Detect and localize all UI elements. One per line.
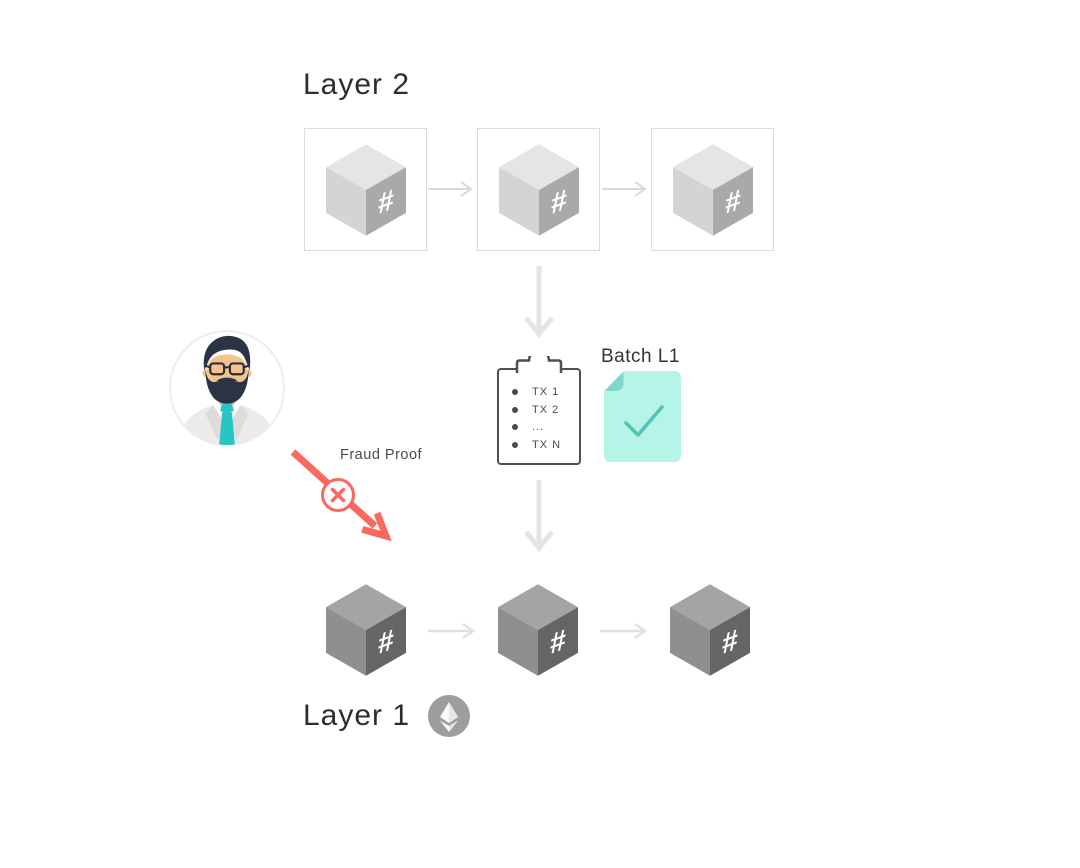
tx-label: TX 2	[532, 403, 560, 416]
bullet-icon	[512, 442, 518, 449]
cube-hash-icon: #	[326, 584, 406, 676]
clipboard-icon: TX 1 TX 2 ... TX N	[497, 368, 581, 465]
layer1-title: Layer 1	[303, 699, 411, 732]
layer2-block-1: #	[304, 128, 427, 251]
hash-glyph: #	[551, 183, 567, 221]
document-check-icon	[604, 371, 681, 462]
tx-label: TX 1	[532, 385, 560, 398]
layer2-block-3: #	[651, 128, 774, 251]
cube-hash-icon: #	[498, 143, 579, 236]
arrow-right-icon	[600, 622, 648, 640]
cube-hash-icon: #	[670, 584, 750, 676]
arrow-down-icon	[524, 266, 554, 338]
arrow-right-icon	[428, 622, 476, 640]
tx-list-item: TX 1	[499, 386, 579, 398]
clipboard-clip-icon	[515, 356, 563, 373]
bullet-icon	[512, 424, 518, 431]
tx-list-item: TX 2	[499, 404, 579, 416]
bullet-icon	[512, 406, 518, 413]
fraud-proof-arrow	[290, 449, 392, 542]
arrow-right-icon	[602, 181, 647, 197]
tx-list-item: TX N	[499, 439, 579, 451]
hash-glyph: #	[725, 183, 741, 221]
person-avatar	[168, 329, 286, 447]
hash-glyph: #	[722, 623, 738, 661]
hash-glyph: #	[378, 183, 394, 221]
tx-label: ...	[532, 421, 545, 434]
bullet-icon	[512, 388, 518, 395]
batch-l1-label: Batch L1	[601, 346, 680, 367]
arrow-right-icon	[428, 181, 473, 197]
ethereum-icon	[428, 695, 470, 737]
layer2-title: Layer 2	[303, 68, 411, 101]
tx-list-item: ...	[499, 421, 579, 433]
arrow-down-icon	[524, 480, 554, 552]
fraud-proof-label: Fraud Proof	[340, 447, 423, 463]
tx-label: TX N	[532, 439, 562, 452]
hash-glyph: #	[550, 623, 566, 661]
cube-hash-icon: #	[498, 584, 578, 676]
cube-hash-icon: #	[672, 143, 753, 236]
hash-glyph: #	[378, 623, 394, 661]
layer2-block-2: #	[477, 128, 600, 251]
cube-hash-icon: #	[325, 143, 406, 236]
